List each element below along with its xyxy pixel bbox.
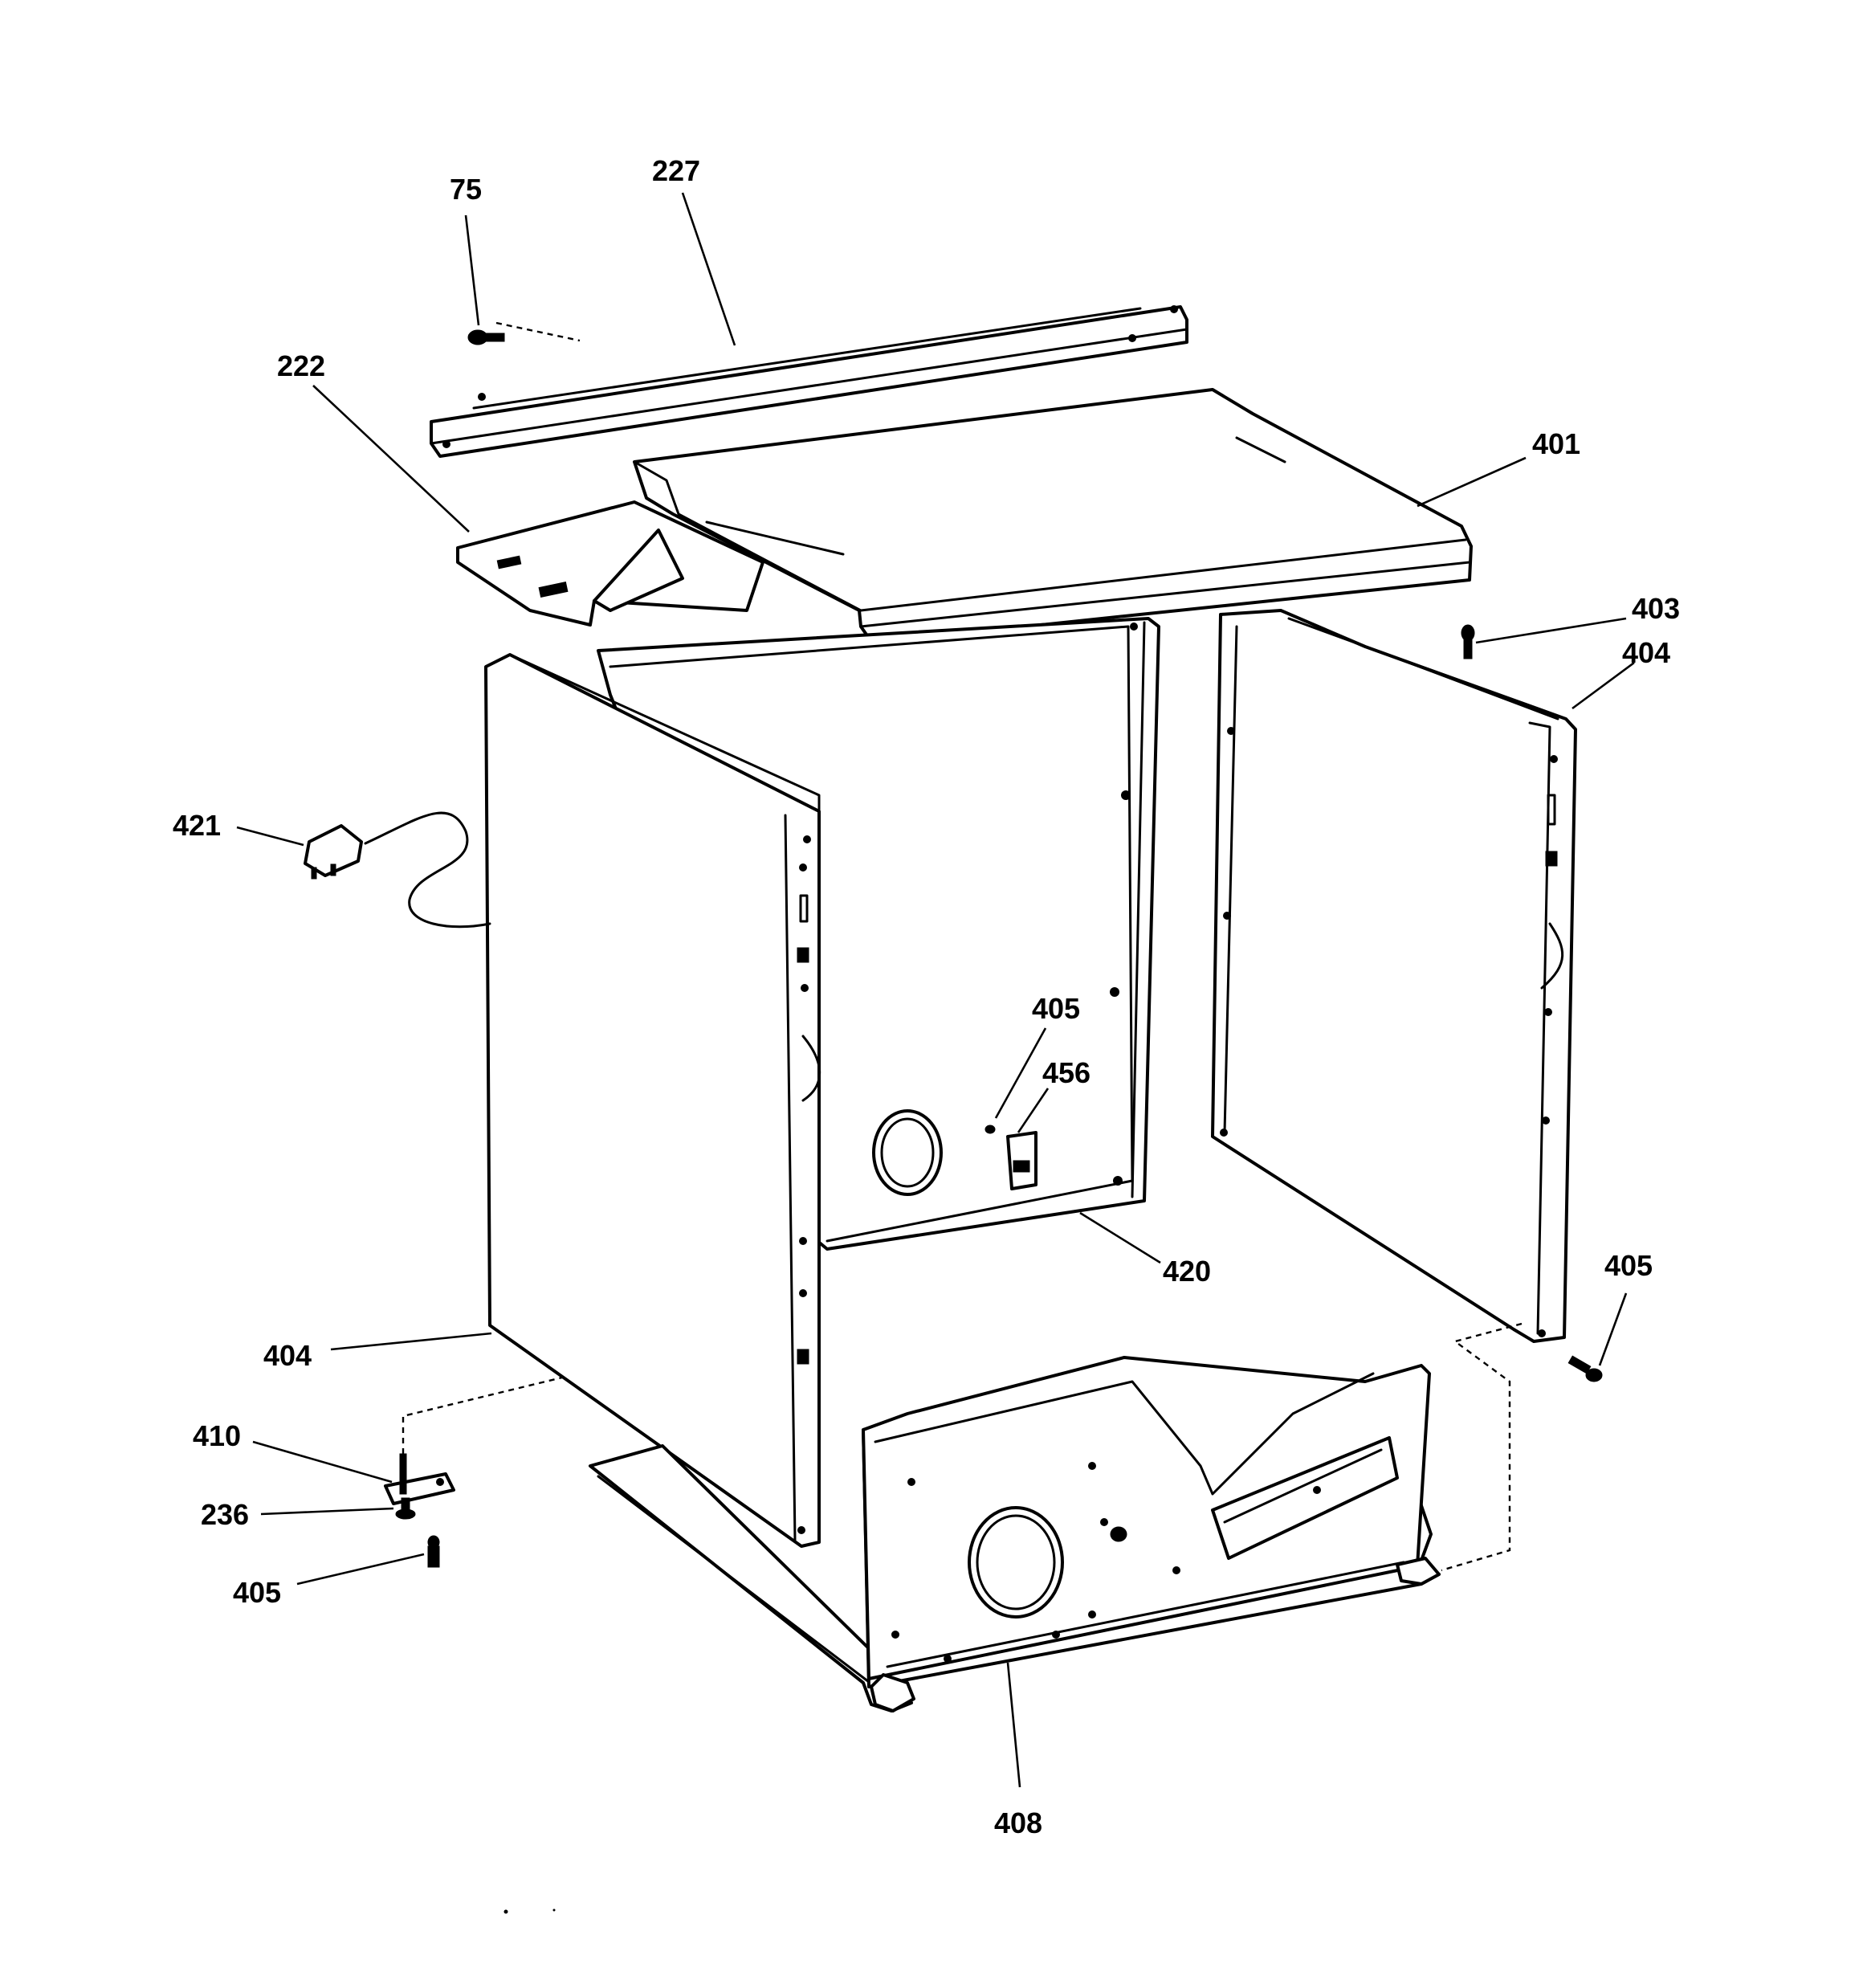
label-405-center: 405	[1032, 992, 1080, 1025]
right-side-panel	[1211, 609, 1577, 1343]
label-222: 222	[277, 349, 325, 382]
label-408: 408	[994, 1806, 1042, 1839]
label-75: 75	[450, 173, 482, 206]
alignment-dashes	[402, 321, 1523, 1914]
top-bracket	[456, 500, 764, 627]
screw-403	[1461, 624, 1475, 659]
screw-75	[467, 329, 505, 345]
label-236: 236	[201, 1498, 249, 1531]
label-410: 410	[193, 1419, 241, 1452]
screw-405-right	[1567, 1355, 1603, 1382]
top-rear-rail	[430, 305, 1188, 458]
base-frame	[589, 1356, 1441, 1712]
label-401: 401	[1532, 427, 1580, 460]
label-421: 421	[173, 809, 221, 842]
screw-405-left	[427, 1535, 440, 1568]
foot-236	[395, 1497, 416, 1520]
top-panel	[633, 388, 1473, 644]
label-456: 456	[1042, 1056, 1090, 1089]
part-labels: 75 227 222 401 403 404 421 405 456 405 4…	[173, 154, 1680, 1839]
label-404-left: 404	[263, 1339, 312, 1372]
label-227: 227	[652, 154, 700, 187]
power-cord	[304, 811, 491, 929]
label-420: 420	[1163, 1255, 1211, 1288]
label-404-right: 404	[1622, 636, 1670, 669]
leveling-leg-410	[384, 1453, 455, 1505]
label-405-left: 405	[233, 1576, 281, 1609]
label-405-right: 405	[1604, 1249, 1653, 1282]
label-403: 403	[1632, 592, 1680, 625]
leader-lines	[236, 192, 1635, 1788]
left-side-panel	[484, 653, 821, 1548]
